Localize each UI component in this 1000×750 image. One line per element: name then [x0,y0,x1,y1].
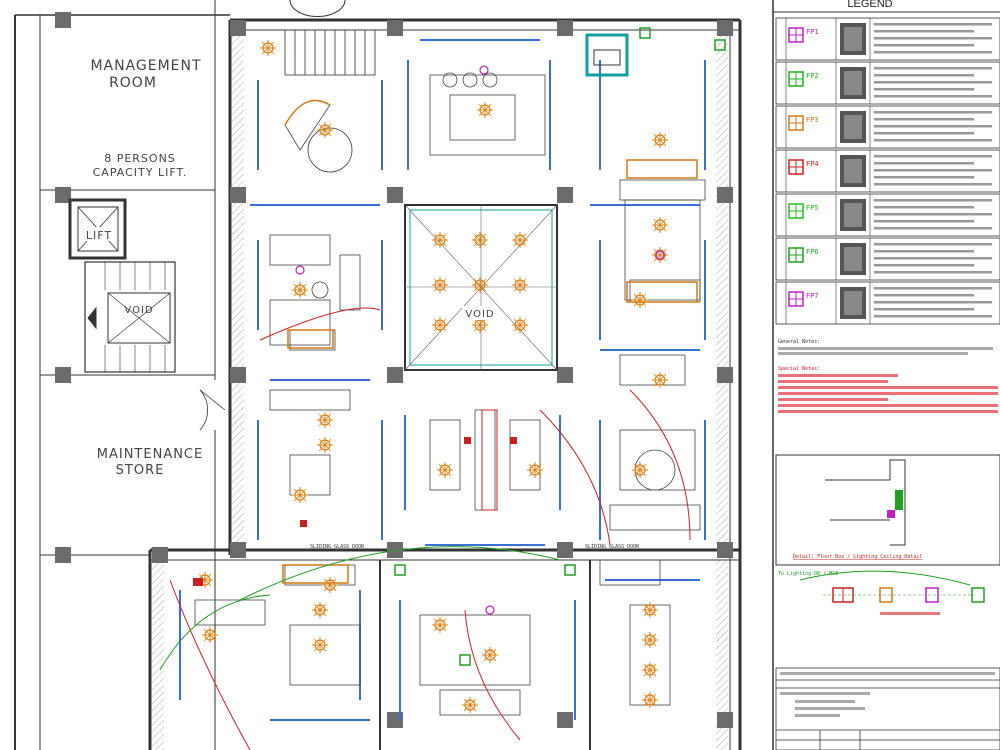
lift-note-2: CAPACITY LIFT. [93,166,188,179]
detail-caption: Detail: Floor Box / Lighting Ceiling Det… [793,554,922,560]
central-void-label: VOID [465,309,494,320]
building-walls [14,0,742,750]
stair-void-label: VOID [124,305,153,316]
furniture [194,72,706,716]
legend-row: FP2 [775,61,1000,105]
legend-code: FP2 [806,72,819,80]
floorbox-detail: Detail: Floor Box / Lighting Ceiling Det… [775,454,1000,566]
legend-code: FP4 [806,160,819,168]
title-block [775,667,1000,750]
general-notes-title: General Notes: [778,339,820,345]
management-room-label-1: MANAGEMENT [90,58,201,74]
maintenance-store-label-1: MAINTENANCE [97,447,203,462]
legend-code: FP1 [806,28,819,36]
legend-panel: LEGEND [772,0,1000,750]
top-staircase [284,29,376,76]
lighting-schematic: To Lighting DB / MCB [778,570,985,615]
lift-note-1: 8 PERSONS [104,152,176,165]
legend-row: FP1 [775,17,1000,61]
legend-code: FP5 [806,204,819,212]
legend-title: LEGEND [847,0,892,10]
legend-code: FP7 [806,292,819,300]
central-counter [193,409,517,586]
glass-door-label-right: SLIDING GLASS DOOR [585,544,640,550]
light-fittings [196,39,669,714]
staircase [84,261,176,373]
sofa-accents [282,99,698,584]
legend-row: FP5 [775,193,1000,237]
display-partitions [179,39,706,721]
legend-row: FP4 [775,149,1000,193]
electrical-points [295,27,726,666]
legend-code: FP3 [806,116,819,124]
legend-code: FP6 [806,248,819,256]
maintenance-store-label-2: STORE [116,463,165,478]
glass-door-label-left: SLIDING GLASS DOOR [310,544,365,550]
central-void: VOID [404,204,558,371]
legend-row: FP3 [775,105,1000,149]
lift-label: LIFT [86,229,112,242]
top-right-lift [585,33,629,77]
legend-row: FP6 [775,237,1000,281]
lift-shaft: LIFT [68,198,127,260]
wiring-runs [159,307,691,750]
management-room-label-2: ROOM [109,75,157,91]
legend-row: FP7 [775,281,1000,325]
special-notes-title: Special Notes: [778,366,820,372]
lighting-title: To Lighting DB / MCB [778,571,838,577]
notes-block: General Notes: Special Notes: [778,339,998,413]
